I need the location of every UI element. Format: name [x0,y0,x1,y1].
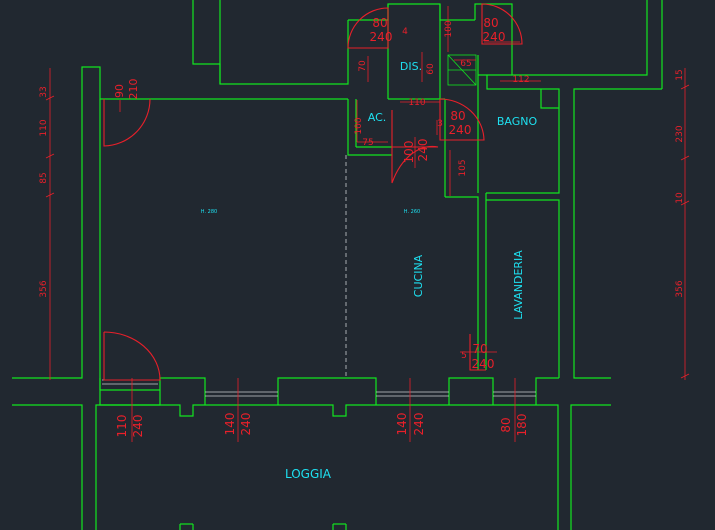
door-cucina-height: 240 [416,139,430,162]
door-lavanderia-width: 70 [472,342,487,356]
dim-75: 75 [362,138,373,148]
door-bagno-width: 80 [450,109,465,123]
door-bagno-index: 3 [437,119,443,129]
dim-top-100: 100 [444,20,454,37]
window-3-width: 140 [395,413,409,436]
door-labels: 80 240 4 80 240 90 210 80 240 3 100 240 … [113,16,505,371]
window-2-width: 140 [223,413,237,436]
door-cucina-width: 100 [402,141,416,164]
door-top-right-width: 80 [483,16,498,30]
window-1-width: 110 [115,415,129,438]
door-bagno-height: 240 [449,123,472,137]
walls [12,0,663,530]
window-1-height: 240 [131,415,145,438]
door-top-right-height: 240 [483,30,506,44]
room-label-bagno: BAGNO [497,115,538,128]
dim-60: 60 [426,63,436,75]
dim-right-10: 10 [675,192,685,204]
dim-right-230: 230 [675,125,685,142]
door-lavanderia-height: 240 [472,357,495,371]
door-top-left-index: 4 [402,27,408,37]
window-labels: 110 240 140 240 140 240 80 180 [115,413,529,438]
dim-100-ac: 100 [354,117,364,134]
room-label-dis: DIS. [400,60,422,73]
dim-110: 110 [408,98,425,108]
dimension-lines [45,6,690,442]
room-label-ac: AC. [368,111,387,124]
window-2-height: 240 [239,413,253,436]
dim-left-85: 85 [39,172,49,183]
dim-65: 65 [460,59,471,69]
dimension-labels: 33 110 85 356 15 230 10 356 100 70 60 65… [39,20,685,297]
door-living-height: 210 [127,79,140,100]
doors [103,3,523,381]
dim-112: 112 [512,75,529,85]
room-labels: DIS. AC. BAGNO CUCINA LAVANDERIA LOGGIA … [201,60,538,481]
door-top-left-width: 80 [372,16,387,30]
dim-left-33: 33 [39,86,49,97]
dim-left-110: 110 [39,119,49,136]
room-height-living: H. 280 [201,209,217,215]
dim-right-356: 356 [675,280,685,297]
room-label-cucina: CUCINA [412,254,425,297]
dim-right-15: 15 [675,69,685,80]
window-4-width: 80 [499,417,513,432]
room-height-kitchen: H. 260 [404,209,420,215]
door-living-width: 90 [113,84,126,98]
dim-left-356: 356 [39,280,49,297]
room-label-loggia: LOGGIA [285,467,332,481]
window-4-height: 180 [515,414,529,437]
dim-105: 105 [458,159,468,176]
room-label-lavanderia: LAVANDERIA [512,250,525,320]
dim-70: 70 [358,60,368,72]
window-3-height: 240 [412,413,426,436]
door-top-left-height: 240 [370,30,393,44]
door-lavanderia-index: 5 [461,351,467,361]
